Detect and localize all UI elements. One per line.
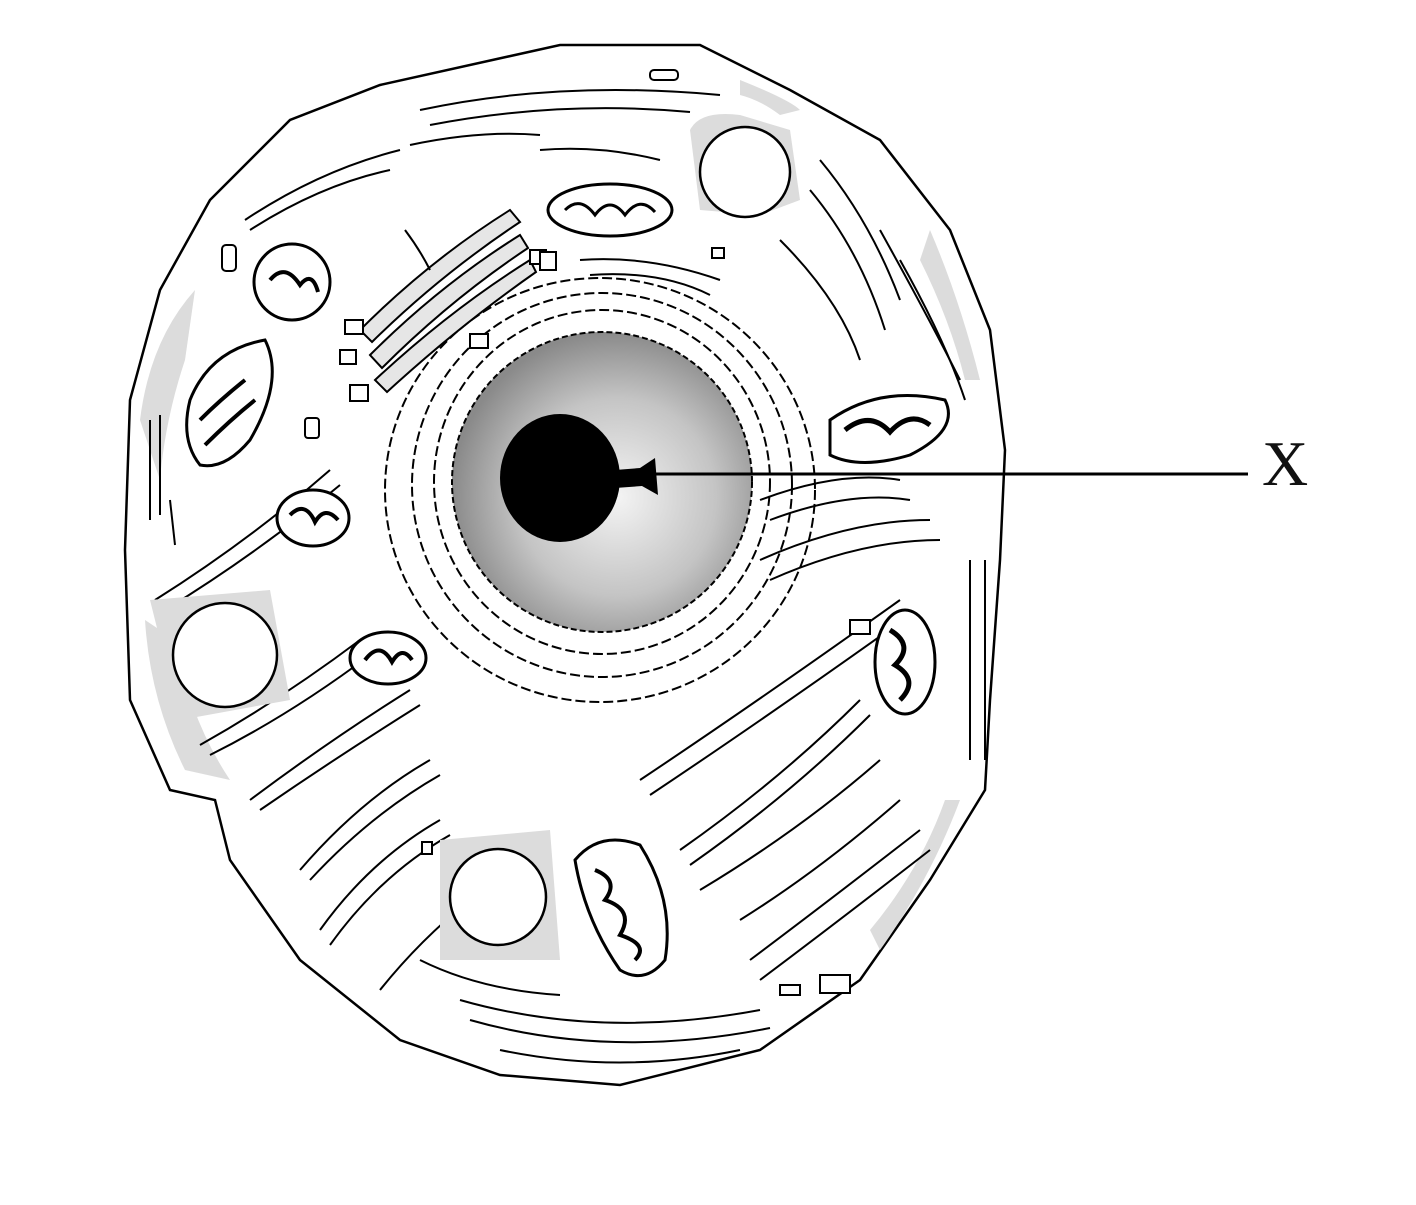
mitochondrion (546, 182, 674, 238)
mitochondrion (252, 242, 332, 322)
nuclear-envelope-er (384, 277, 816, 703)
vesicles (221, 69, 871, 996)
nucleolus (500, 414, 658, 542)
mitochondrion (185, 338, 274, 468)
mitochondrion (275, 488, 351, 548)
label-x: X (1262, 428, 1309, 499)
mitochondria (185, 182, 950, 978)
golgi-apparatus (339, 208, 547, 402)
mitochondrion (873, 608, 937, 716)
vacuoles (150, 114, 800, 960)
mitochondrion (348, 630, 428, 686)
mitochondrion (573, 838, 669, 978)
mitochondrion (828, 394, 950, 464)
